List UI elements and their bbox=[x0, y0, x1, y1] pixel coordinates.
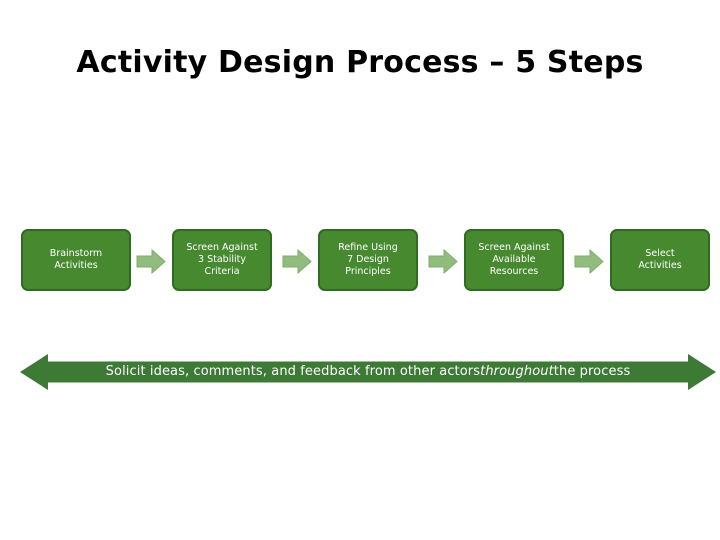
right-arrow-icon bbox=[282, 249, 312, 274]
right-arrow-icon bbox=[574, 249, 604, 274]
page-title: Activity Design Process – 5 Steps bbox=[76, 45, 644, 80]
feedback-text-after: the process bbox=[553, 364, 631, 379]
feedback-banner-text: Solicit ideas, comments, and feedback fr… bbox=[20, 350, 716, 394]
right-arrow-icon bbox=[428, 249, 458, 274]
feedback-banner: Solicit ideas, comments, and feedback fr… bbox=[20, 350, 716, 394]
feedback-text-before: Solicit ideas, comments, and feedback fr… bbox=[105, 364, 481, 379]
right-arrow-icon bbox=[136, 249, 166, 274]
double-headed-arrow-icon bbox=[20, 354, 716, 390]
feedback-text-emphasis: throughout bbox=[480, 364, 554, 379]
